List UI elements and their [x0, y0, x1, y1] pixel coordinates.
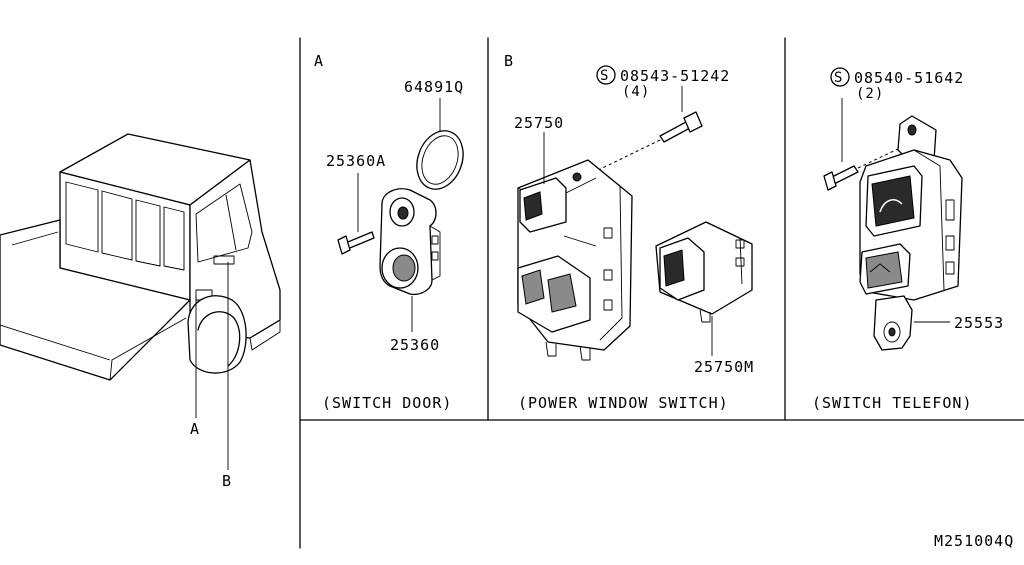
part-64891q-label: 64891Q	[404, 78, 464, 96]
screw-symbol-c: S	[830, 67, 850, 87]
panel-b-letter: B	[504, 52, 514, 70]
part-25553-label: 25553	[954, 314, 1004, 332]
screw-qty-b: (4)	[622, 84, 650, 100]
screw-25360a	[337, 173, 375, 255]
gasket-64891q	[416, 98, 464, 190]
panel-frame	[299, 37, 1024, 549]
diagram-code: M251004Q	[934, 532, 1014, 550]
part-25360a-label: 25360A	[326, 152, 386, 170]
screw-code-c: 08540-51642	[854, 69, 964, 87]
screw-08543	[585, 86, 703, 177]
screw-symbol-b: S	[596, 65, 616, 85]
screw-08540	[823, 98, 901, 191]
power-window-master-25750	[517, 132, 633, 361]
callout-a-label: A	[190, 420, 200, 438]
panel-a-letter: A	[314, 52, 324, 70]
screw-qty-c: (2)	[856, 86, 884, 102]
screw-symbol-c-text: S	[834, 70, 843, 86]
door-switch-25360	[379, 188, 441, 332]
part-25750m-label: 25750M	[694, 358, 754, 376]
truck-illustration	[0, 133, 281, 470]
panel-a-caption: (SWITCH DOOR)	[322, 394, 452, 412]
power-window-sub-25750m	[655, 221, 753, 356]
telefon-switch-25553	[859, 115, 963, 351]
callout-b-label: B	[222, 472, 232, 490]
part-25750-label: 25750	[514, 114, 564, 132]
screw-code-b: 08543-51242	[620, 67, 730, 85]
screw-symbol-b-text: S	[600, 68, 609, 84]
panel-b-caption: (POWER WINDOW SWITCH)	[518, 394, 729, 412]
part-25360-label: 25360	[390, 336, 440, 354]
panel-c-caption: (SWITCH TELEFON)	[812, 394, 973, 412]
